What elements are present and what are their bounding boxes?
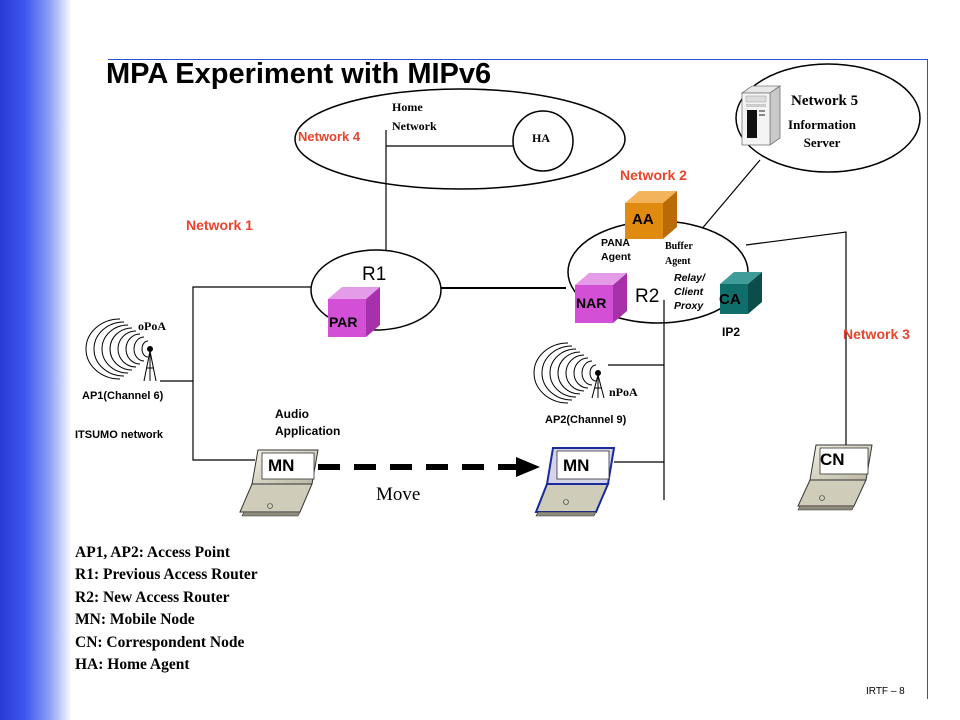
information-server-label: Information Server — [788, 117, 856, 150]
relay-client-proxy-label: Relay/ Client Proxy — [674, 272, 705, 312]
mn-left-laptop-icon — [239, 449, 319, 517]
ap1-mn-link — [192, 380, 255, 461]
aa-label: AA — [632, 211, 654, 228]
server-icon — [740, 85, 782, 146]
buffer-agent-label: Buffer Agent — [665, 241, 693, 267]
r1-label: R1 — [362, 264, 387, 285]
legend-item: CN: Correspondent Node — [75, 633, 245, 651]
mn-left-label: MN — [268, 456, 295, 475]
cn-label: CN — [820, 450, 845, 469]
audio-application-label: Audio Application — [275, 407, 341, 438]
network1-label: Network 1 — [186, 217, 253, 233]
legend-item: R2: New Access Router — [75, 588, 230, 606]
sidebar-gradient-bar — [0, 0, 72, 720]
nar-label: NAR — [576, 295, 607, 311]
mn-right-label: MN — [563, 456, 590, 475]
ap1-antenna-icon — [85, 318, 157, 382]
par-label: PAR — [329, 314, 358, 330]
slide-footer: IRTF – 8 — [866, 686, 905, 697]
legend-item: MN: Mobile Node — [75, 611, 195, 629]
legend-item: HA: Home Agent — [75, 656, 190, 674]
r2-label: R2 — [635, 286, 660, 307]
legend-item: AP1, AP2: Access Point — [75, 544, 230, 561]
home-network-ellipse — [294, 88, 626, 190]
move-arrow — [318, 457, 540, 477]
ip2-label: IP2 — [722, 325, 741, 339]
frame-top-rule — [108, 59, 928, 60]
network4-label: Network 4 — [298, 129, 361, 144]
cn-laptop-icon — [797, 444, 873, 511]
ha-label: HA — [532, 131, 550, 145]
nar-box — [575, 273, 627, 323]
ha-node — [512, 110, 574, 172]
par-box — [328, 287, 380, 337]
ca-box — [720, 272, 762, 314]
network5-ellipse — [735, 63, 921, 173]
network2-label: Network 2 — [620, 167, 687, 183]
ap1-label: AP1(Channel 6) — [82, 390, 164, 402]
network5-label: Network 5 — [791, 93, 859, 109]
move-label: Move — [376, 484, 421, 505]
legend-list: AP1, AP2: Access Point R1: Previous Acce… — [75, 542, 258, 676]
pana-agent-label: PANA Agent — [601, 237, 631, 263]
r2-cn-link — [745, 231, 847, 450]
itsumo-network-label: ITSUMO network — [75, 429, 164, 441]
ca-label: CA — [719, 291, 741, 308]
infoserver-r2-link — [699, 159, 761, 232]
legend-item: R1: Previous Access Router — [75, 566, 258, 584]
network3-label: Network 3 — [843, 326, 910, 342]
npoa-label: nPoA — [609, 385, 638, 399]
home-network-label: Home Network — [392, 100, 437, 133]
r1-ap1-link — [192, 286, 311, 380]
opoa-label: oPoA — [138, 319, 166, 333]
slide-title: MPA Experiment with MIPv6 — [106, 58, 492, 90]
ap2-antenna-icon — [533, 342, 605, 404]
frame-right-rule — [927, 59, 928, 699]
aa-box — [625, 191, 677, 239]
mn-right-laptop-icon — [534, 447, 616, 517]
ap2-label: AP2(Channel 9) — [545, 414, 627, 426]
